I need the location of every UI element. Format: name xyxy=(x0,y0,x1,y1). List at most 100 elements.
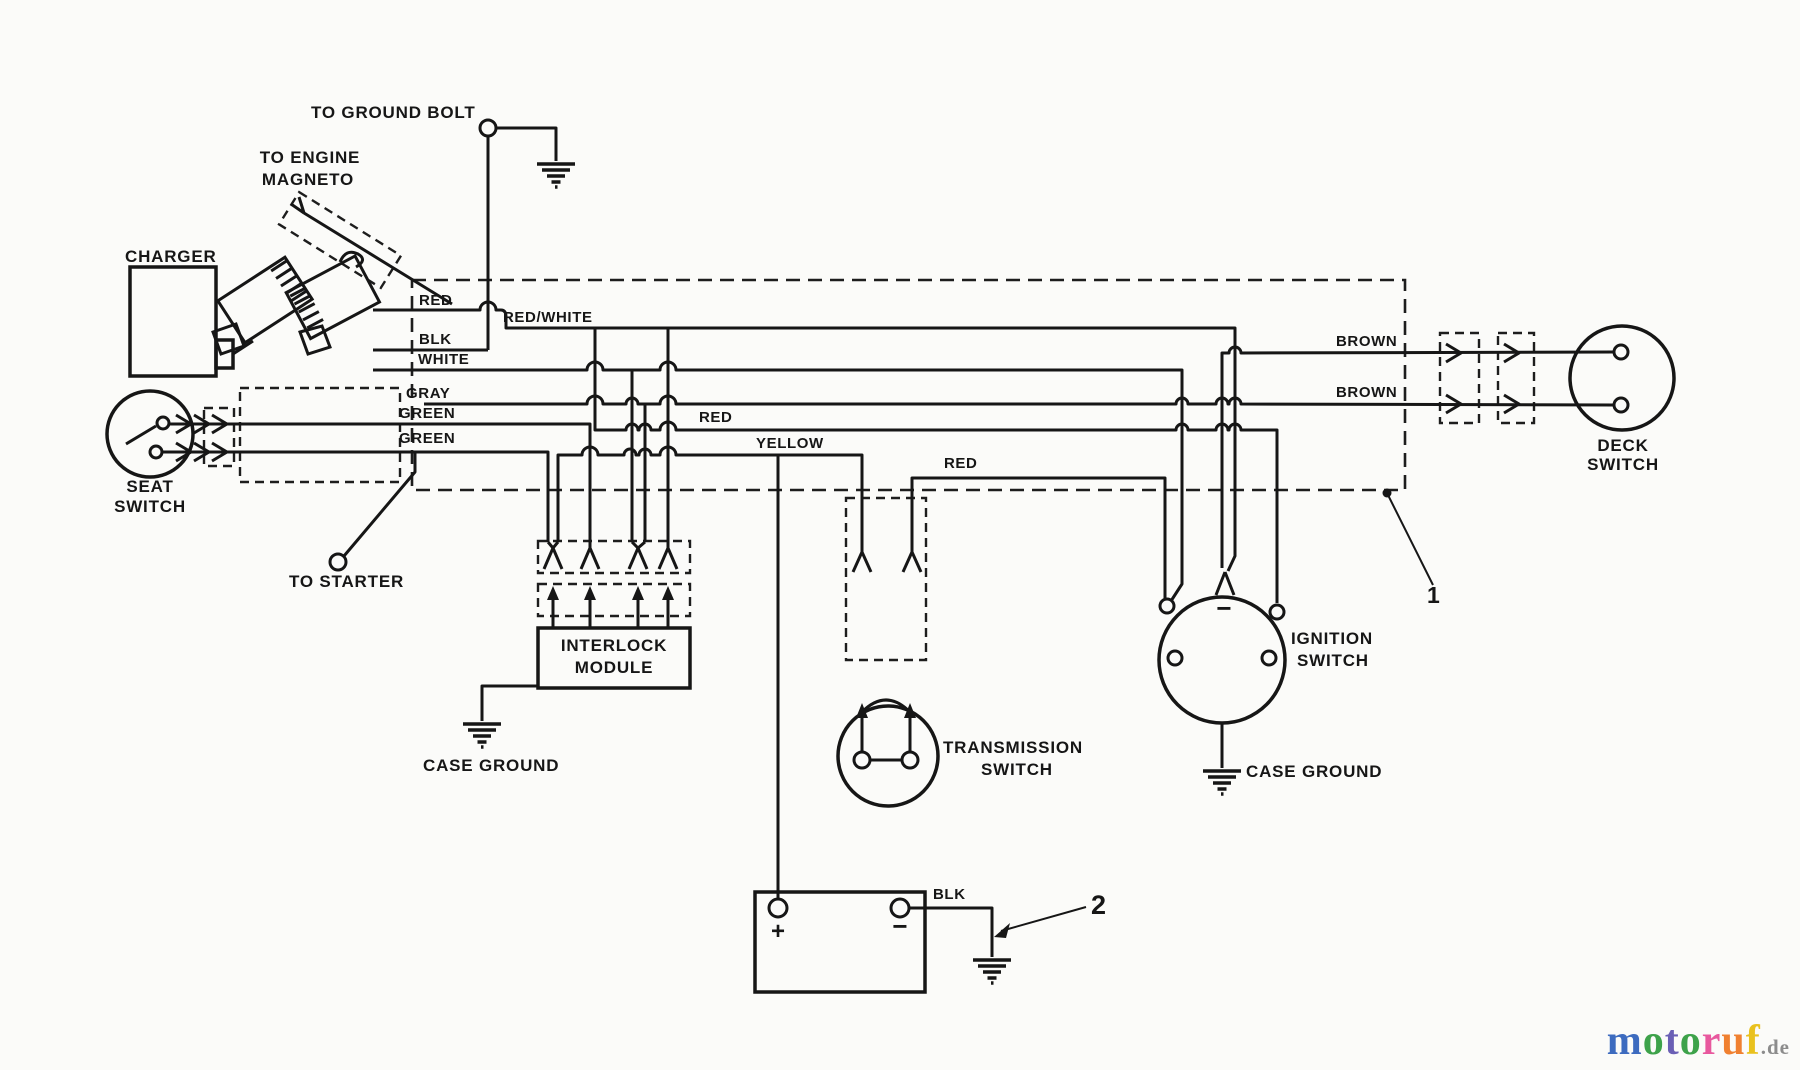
deck-switch-label-line1: DECK xyxy=(1597,436,1649,455)
magneto-wire xyxy=(290,196,453,306)
connector-dashed-boxes xyxy=(202,190,1536,662)
wire-label-green-upper: GREEN xyxy=(399,405,456,422)
watermark-letter: u xyxy=(1721,1018,1746,1064)
callout-1: 1 xyxy=(1427,582,1440,608)
wire-label-red-mid: RED xyxy=(699,409,733,426)
ignition-terminal-top-right xyxy=(1268,603,1286,621)
interlock-case-ground-icon xyxy=(461,722,503,749)
seat-harness-dashed-box xyxy=(238,386,402,484)
wire-label-brown-lower: BROWN xyxy=(1336,384,1398,401)
interlock-module-label-line1: INTERLOCK xyxy=(560,636,668,655)
ground-bolt-ground-icon xyxy=(535,162,577,189)
watermark-suffix: .de xyxy=(1760,1035,1790,1059)
seat-connector-dashed-box xyxy=(202,406,236,468)
ignition-terminal-top-left xyxy=(1158,597,1176,615)
wire-label-yellow: YELLOW xyxy=(756,435,824,452)
watermark-motoruf: motoruf.de xyxy=(1607,1020,1790,1062)
seat-switch-terminal-upper xyxy=(155,415,171,431)
deck-connector-dashed-box-2 xyxy=(1496,331,1536,425)
deck-terminal-upper xyxy=(1612,343,1630,361)
battery-terminal-negative xyxy=(889,897,911,919)
battery-box xyxy=(753,890,927,994)
harness-dashed-box xyxy=(410,278,1407,492)
deck-connector-chevrons xyxy=(1445,342,1521,415)
interlock-fork-stems xyxy=(546,540,670,550)
transmission-connector-dashed-box xyxy=(844,496,928,662)
wire-green-upper xyxy=(169,422,592,542)
engine-magneto-label-line2: MAGNETO xyxy=(261,170,355,189)
to-starter-label: TO STARTER xyxy=(289,572,405,591)
interlock-module-label-line2: MODULE xyxy=(574,658,654,677)
transmission-switch-label-line1: TRANSMISSION xyxy=(943,738,1083,757)
transmission-switch-contacts xyxy=(860,698,912,762)
callout-2-arrowhead xyxy=(994,923,1010,938)
seat-switch-label-line1: SEAT xyxy=(126,477,174,496)
callout-1-dot xyxy=(1382,488,1392,498)
interlock-pin-stems xyxy=(551,594,670,628)
ignition-terminal-inner-right xyxy=(1260,649,1278,667)
callout-1-line xyxy=(1386,492,1434,586)
watermark-letters: motoruf xyxy=(1607,1018,1761,1064)
charger-label: CHARGER xyxy=(125,247,217,266)
watermark-letter: m xyxy=(1606,1018,1643,1064)
battery-positive-sign: + xyxy=(770,918,786,945)
wire-white xyxy=(373,360,1184,602)
seat-switch-label-line2: SWITCH xyxy=(114,497,186,516)
ignition-case-ground-icon xyxy=(1201,769,1243,796)
ground-bolt-terminal xyxy=(478,118,498,138)
wire-red-lower xyxy=(910,476,1167,599)
interlock-module-box xyxy=(536,626,692,690)
charger-plug-right xyxy=(284,250,382,356)
wire-to-starter xyxy=(342,452,417,557)
case-ground-interlock-label: CASE GROUND xyxy=(423,756,560,775)
watermark-letter: f xyxy=(1745,1018,1761,1064)
wire-label-white: WHITE xyxy=(418,351,470,368)
wire-label-red: RED xyxy=(419,292,453,309)
wire-label-red-white: RED/WHITE xyxy=(503,309,593,326)
wire-green-lower xyxy=(162,450,550,542)
seat-switch-lever xyxy=(125,424,157,446)
wire-label-red-lower: RED xyxy=(944,455,978,472)
transmission-switch-label-line2: SWITCH xyxy=(981,760,1053,779)
ignition-negative-mark: − xyxy=(1216,593,1232,623)
wire-label-black-battery: BLK xyxy=(933,886,966,903)
battery-ground-icon xyxy=(971,958,1013,985)
seat-connector-chevrons-lower xyxy=(175,441,229,463)
transmission-terminal-right xyxy=(900,750,920,770)
callout-2: 2 xyxy=(1091,890,1107,920)
wire-label-brown-upper: BROWN xyxy=(1336,333,1398,350)
ground-bolt-label: TO GROUND BOLT xyxy=(311,103,476,122)
ignition-switch-label-line2: SWITCH xyxy=(1297,651,1369,670)
wire-yellow xyxy=(556,445,864,552)
watermark-letter: t xyxy=(1664,1018,1680,1064)
seat-switch-terminal-lower xyxy=(148,444,164,460)
wire-red-mid xyxy=(593,328,1279,603)
interlock-pin-arrow-1 xyxy=(547,586,559,600)
ignition-terminal-inner-left xyxy=(1166,649,1184,667)
interlock-ground-wire xyxy=(480,684,538,721)
watermark-letter: o xyxy=(1679,1018,1702,1064)
battery-negative-sign: − xyxy=(892,911,908,941)
wire-label-green-lower: GREEN xyxy=(399,430,456,447)
deck-switch-label-line2: SWITCH xyxy=(1587,455,1659,474)
interlock-pin-arrow-2 xyxy=(584,586,596,600)
interlock-pin-arrow-3 xyxy=(632,586,644,600)
charger-plug-wire xyxy=(232,339,254,356)
wire-gray-brown xyxy=(424,394,1615,407)
starter-terminal xyxy=(328,552,348,572)
interlock-connector-top-dashed-box xyxy=(536,539,692,575)
seat-switch-body xyxy=(105,389,195,479)
wire-black-battery xyxy=(909,906,994,957)
ignition-switch-body xyxy=(1157,595,1287,725)
engine-magneto-label-line1: TO ENGINE xyxy=(259,148,361,167)
wire-red-redwhite xyxy=(373,300,1237,572)
magneto-connector-dashed-box xyxy=(277,190,403,290)
watermark-letter: o xyxy=(1642,1018,1665,1064)
interlock-pin-arrow-4 xyxy=(662,586,674,600)
deck-connector-dashed-box-1 xyxy=(1438,331,1481,425)
transmission-terminal-left xyxy=(852,750,872,770)
deck-switch-body xyxy=(1568,324,1676,432)
transmission-switch-body xyxy=(836,704,940,808)
